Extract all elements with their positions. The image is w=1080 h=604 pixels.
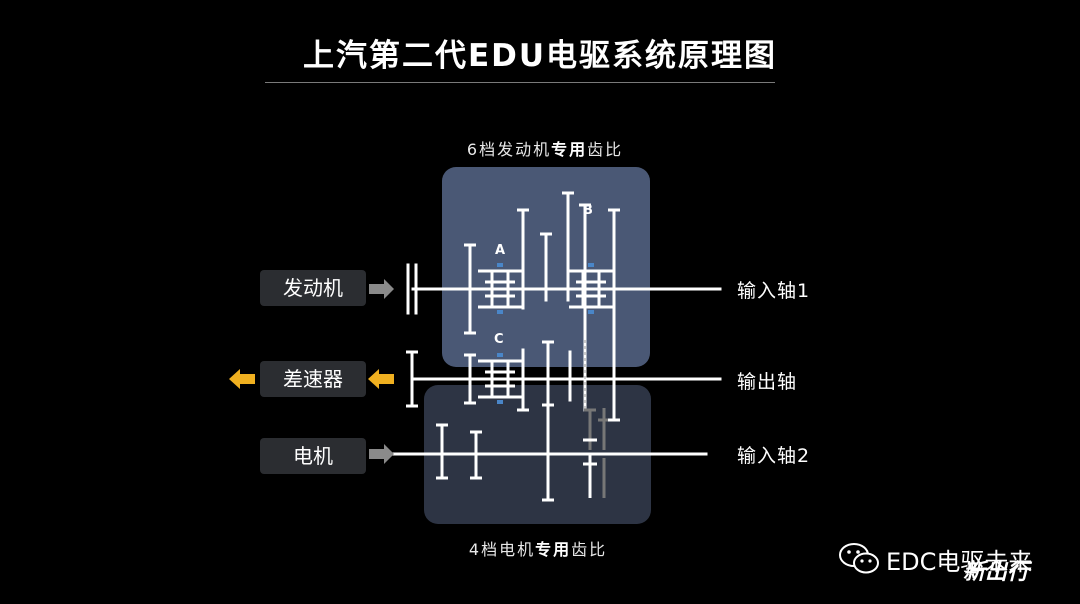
engine-input-arrow-icon (369, 279, 394, 299)
sync-a-marker-top (497, 263, 503, 267)
engine-caption-prefix: 6档发动机 (466, 140, 552, 159)
output-arrow-icon (229, 369, 255, 389)
watermark-account: EDC电驱未来 (886, 548, 1033, 576)
sync-c-marker-top (497, 353, 503, 357)
synchronizer-a (478, 269, 522, 309)
output-shaft-label: 输出轴 (737, 371, 798, 393)
motor-caption-emphasis: 专用 (535, 540, 572, 559)
motor-caption-prefix: 4档电机 (468, 540, 536, 559)
engine-gear-caption: 6档发动机专用齿比 (345, 136, 745, 160)
engine-caption-emphasis: 专用 (551, 140, 588, 159)
synchronizer-c (478, 359, 522, 399)
sync-a-marker-bottom (497, 310, 503, 314)
page-title: 上汽第二代EDU电驱系统原理图 (302, 38, 778, 74)
gearset-a-label: A (495, 243, 506, 258)
input-shaft-1-label: 输入轴1 (737, 280, 811, 302)
engine-caption-suffix: 齿比 (587, 140, 624, 159)
motor-box: 电机 (260, 438, 366, 474)
watermark: EDC电驱未来 新出行 (838, 540, 1073, 585)
wechat-icon (839, 543, 879, 574)
differential-box: 差速器 (260, 361, 366, 397)
motor-input-arrow-icon (369, 444, 394, 464)
synchronizer-b (569, 269, 613, 309)
engine-box: 发动机 (260, 270, 366, 306)
sync-c-marker-bottom (497, 400, 503, 404)
gearset-b-label: B (583, 203, 593, 218)
motor-caption-suffix: 齿比 (571, 540, 608, 559)
sync-b-marker-top (588, 263, 594, 267)
sync-b-marker-bottom (588, 310, 594, 314)
gearset-c-label: C (494, 332, 504, 347)
differential-output-arrow-icon (368, 369, 394, 389)
watermark-overlay: 新出行 (963, 560, 1030, 585)
input-shaft-2-label: 输入轴2 (737, 445, 811, 467)
motor-gear-caption: 4档电机专用齿比 (338, 536, 738, 560)
title-divider (265, 82, 775, 83)
